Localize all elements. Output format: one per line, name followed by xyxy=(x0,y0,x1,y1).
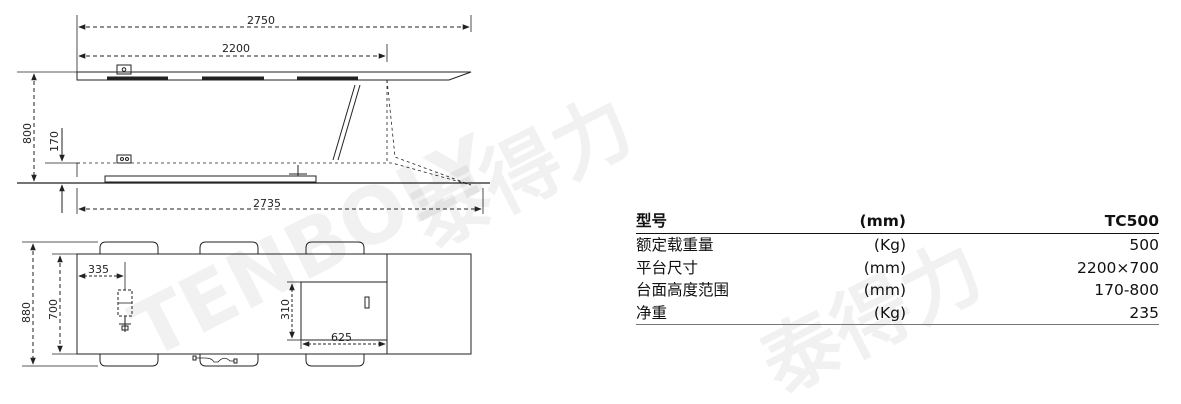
dim-label-lowered-length: 2735 xyxy=(253,197,281,210)
spec-label: 台面高度范围 xyxy=(636,281,730,300)
top-view xyxy=(22,241,472,367)
spec-header-value: TC500 xyxy=(906,209,1159,234)
spec-header-unit: (mm) xyxy=(826,209,906,234)
spec-value: 2200×700 xyxy=(1076,258,1159,277)
spec-unit: (Kg) xyxy=(826,301,906,326)
spec-unit: (Kg) xyxy=(873,236,906,254)
dim-label-platform-width: 700 xyxy=(47,299,60,320)
dim-label-plate-width: 310 xyxy=(279,299,292,320)
dim-label-min-height: 170 xyxy=(48,131,61,152)
spec-header-label: 型号 xyxy=(636,209,826,234)
raised-handle-box xyxy=(116,64,132,75)
lowered-platform xyxy=(104,175,317,183)
spec-unit: (mm) xyxy=(863,281,906,300)
side-view-labels: 2750 2200 800 170 2735 xyxy=(21,14,281,210)
spec-unit: (mm) xyxy=(863,258,906,277)
dim-label-total-length: 2750 xyxy=(247,14,275,27)
spec-value: 500 xyxy=(1129,236,1159,254)
spec-label: 平台尺寸 xyxy=(636,258,699,277)
spec-header-row: 型号 (mm) TC500 xyxy=(636,209,1159,234)
spec-row-net-weight: 净重 (Kg) 235 xyxy=(636,301,1159,326)
spec-row-rated-load: 额定载重量 (Kg) 500 xyxy=(636,234,1159,257)
hinged-plate xyxy=(300,281,388,341)
dim-label-plate-length: 625 xyxy=(331,331,352,344)
lowered-handle-box xyxy=(116,154,132,164)
side-view xyxy=(17,15,490,214)
top-ramp xyxy=(386,253,472,355)
dim-label-total-width: 880 xyxy=(20,302,33,323)
spec-label: 净重 xyxy=(636,301,826,326)
dim-label-jack-offset: 335 xyxy=(88,263,109,276)
dim-label-platform-length: 2200 xyxy=(222,42,250,55)
spec-row-platform-size: 平台尺寸 (mm) 2200×700 xyxy=(636,257,1159,280)
spec-value: 170-800 xyxy=(1094,281,1159,300)
spec-table: 型号 (mm) TC500 额定载重量 (Kg) 500 平台尺寸 (mm) 2… xyxy=(636,209,1159,326)
raised-platform xyxy=(76,71,472,81)
top-view-labels: 880 700 335 310 625 xyxy=(20,263,352,344)
spec-value: 235 xyxy=(906,301,1159,326)
dim-label-max-height: 800 xyxy=(21,123,34,144)
technical-drawing: 2750 2200 800 170 2735 xyxy=(17,14,490,367)
spec-row-height-range: 台面高度范围 (mm) 170-800 xyxy=(636,279,1159,302)
spec-label: 额定载重量 xyxy=(636,236,714,254)
